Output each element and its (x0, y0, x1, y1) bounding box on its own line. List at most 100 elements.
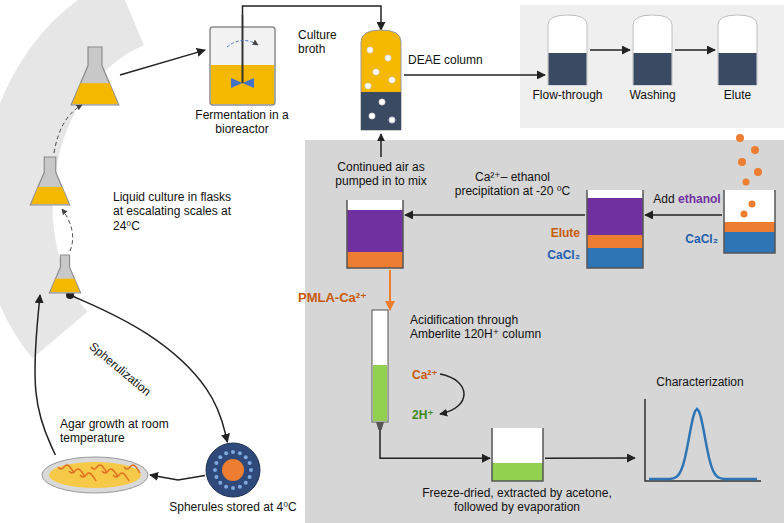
drop (743, 179, 750, 186)
node-illustration (40, 455, 150, 495)
node-label: Liquid culture in flasks at escalating s… (113, 190, 243, 233)
node-illustration (722, 190, 777, 255)
impeller (231, 78, 254, 88)
annotation-label: 2H⁺ (412, 408, 452, 422)
spherule-ring (244, 481, 248, 485)
liquid-layer (492, 463, 543, 481)
process-node: EluteCaCl₂ (585, 190, 645, 270)
hyphae (80, 473, 96, 481)
node-illustration (490, 428, 545, 483)
flow-arrow (545, 457, 635, 459)
flow-arrow (389, 270, 391, 310)
flow-arrow (150, 475, 205, 480)
node-label: Acidification through Amberlite 120H⁺ co… (410, 313, 550, 342)
hyphae (58, 465, 74, 473)
spherule-ring (213, 468, 217, 472)
flow-arrow (405, 214, 585, 216)
process-node: Agar growth at room temperature (40, 455, 150, 495)
flow-arrow (590, 49, 630, 51)
elute-drops (736, 134, 762, 186)
chart-axes (645, 399, 761, 481)
column-body (548, 15, 587, 85)
node-label: Flow-through (525, 88, 610, 102)
resin-bed (634, 53, 672, 85)
node-illustration (345, 200, 405, 270)
node-label: Freeze-dried, extracted by acetone, foll… (412, 486, 622, 515)
process-node: Fermentation in a bioreactor (205, 15, 280, 105)
node-label: Fermentation in a bioreactor (192, 108, 292, 137)
stirring-arrow (227, 40, 258, 47)
air-bubble (389, 117, 395, 123)
edge-label: Culture broth (298, 28, 348, 57)
resin-bed (719, 53, 757, 85)
air-bubble (385, 55, 391, 61)
spherule-ring (218, 455, 222, 459)
node-label: DEAE column (408, 53, 508, 67)
culture-liquid (31, 187, 68, 204)
edge-label: Add ethanol (652, 192, 722, 206)
beaker-outline (587, 190, 643, 268)
air-bubble (373, 69, 379, 75)
spherule-ring (238, 485, 242, 489)
resin (373, 365, 387, 421)
air-arrow (380, 134, 382, 157)
beaker-body (492, 428, 543, 481)
air-bubble (369, 113, 375, 119)
spherule-ring (238, 451, 242, 455)
spherule-ring (218, 481, 222, 485)
drop (749, 201, 756, 208)
agar (49, 462, 141, 488)
spherule (206, 443, 260, 497)
flow-arrow (675, 49, 715, 51)
flask (49, 255, 80, 293)
node-label: Elute (695, 88, 780, 102)
hyphae (69, 469, 85, 477)
culture-liquid (50, 279, 79, 292)
resin-bed (549, 53, 587, 85)
stirrer-shaft (242, 15, 244, 83)
process-node: Freeze-dried, extracted by acetone, foll… (490, 428, 545, 483)
column-tube (372, 310, 388, 422)
beaker-outline (347, 200, 403, 268)
air-bubble (365, 83, 371, 89)
node-label: Spherules stored at 4⁰C (158, 500, 308, 514)
drop (738, 158, 746, 166)
beaker-body (587, 190, 643, 268)
spherule-ring (249, 468, 253, 472)
node-label: Washing (610, 88, 695, 102)
chromatogram-peak (649, 409, 757, 479)
beaker-outline (724, 190, 775, 253)
liquid-layer (347, 210, 403, 252)
node-illustration (715, 15, 760, 85)
process-node: Characterization (635, 395, 765, 485)
drop (736, 134, 744, 142)
column-node: Washing (630, 15, 675, 85)
hyphae (102, 469, 118, 477)
exchange-arrow (440, 374, 464, 414)
node-label: CaCl₂ (536, 248, 580, 262)
flask (30, 157, 69, 205)
node-illustration (205, 15, 280, 105)
edge-label: Spherulization (77, 332, 163, 407)
node-label: PMLA-Ca²⁺ (298, 290, 383, 306)
column-node: Flow-through (545, 15, 590, 85)
node-illustration (630, 15, 675, 85)
node-label: CaCl₂ (678, 232, 718, 246)
node-label: Agar growth at room temperature (60, 417, 175, 446)
air-bubble (389, 77, 395, 83)
column-node: DEAE column (358, 30, 404, 130)
flow-arrow (380, 430, 490, 458)
hyphae (113, 473, 129, 481)
column-body (633, 15, 672, 85)
spherule-ring (244, 455, 248, 459)
spherule-ring (214, 461, 218, 465)
hyphae (91, 465, 107, 473)
edge-label: Ca²⁺– ethanol precipitation at -20 ⁰C (450, 170, 575, 199)
column-body (361, 30, 401, 130)
node-label: Characterization (635, 375, 765, 389)
spherule-ring (248, 461, 252, 465)
purification-panel (305, 140, 784, 523)
node-label: Elute (536, 226, 580, 240)
spherule-ring (231, 486, 235, 490)
